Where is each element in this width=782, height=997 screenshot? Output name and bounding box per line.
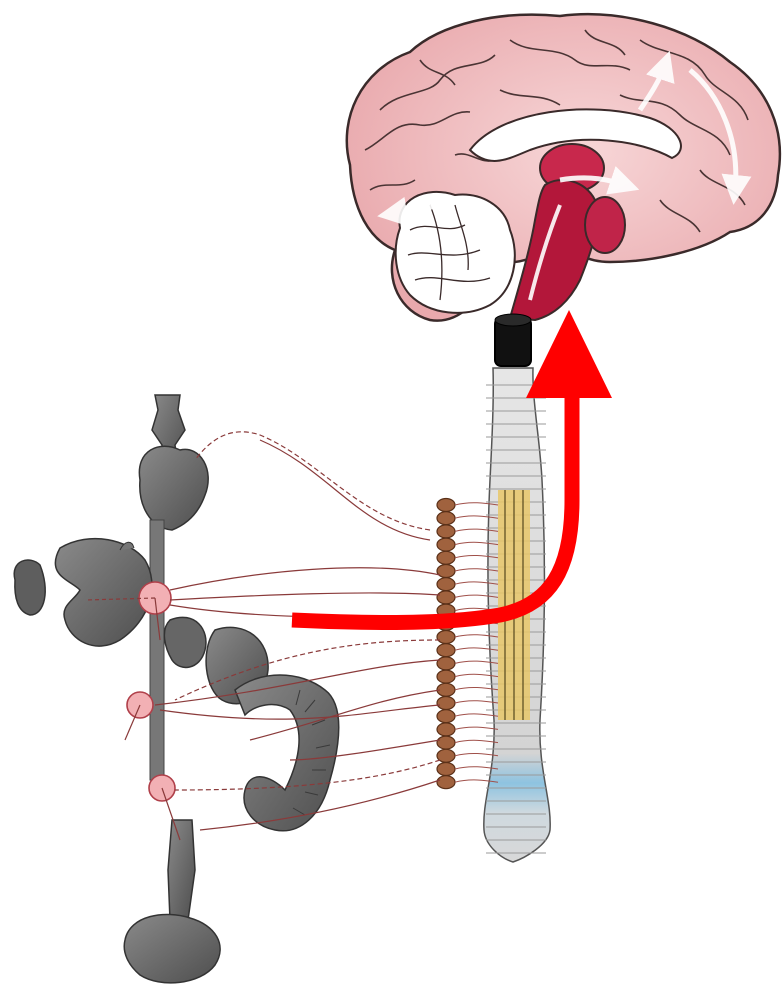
- rectum: [168, 820, 195, 920]
- colon: [235, 675, 339, 831]
- spleen: [14, 560, 45, 615]
- bladder: [124, 914, 220, 982]
- stomach: [55, 539, 152, 646]
- sympathetic-ganglion: [437, 657, 455, 670]
- ramus: [455, 714, 498, 716]
- pons: [585, 197, 625, 253]
- sympathetic-ganglion: [437, 591, 455, 604]
- sympathetic-ganglion: [437, 763, 455, 776]
- sympathetic-ganglion: [437, 670, 455, 683]
- sympathetic-ganglion: [437, 697, 455, 710]
- brain: [347, 14, 780, 366]
- heart: [139, 446, 208, 530]
- sympathetic-ganglion: [437, 776, 455, 789]
- viscera: [14, 395, 339, 983]
- sympathetic-ganglion: [437, 538, 455, 551]
- sympathetic-ganglion: [437, 631, 455, 644]
- ramus: [455, 740, 498, 742]
- ramus: [455, 701, 498, 703]
- sympathetic-chain: [437, 499, 455, 789]
- sympathetic-ganglion: [437, 525, 455, 538]
- sympathetic-ganglion: [437, 723, 455, 736]
- sympathetic-ganglion: [437, 736, 455, 749]
- sympathetic-ganglion: [437, 710, 455, 723]
- sympathetic-ganglion: [437, 644, 455, 657]
- ramus: [455, 753, 498, 755]
- aorta: [150, 520, 164, 780]
- sympathetic-ganglion: [437, 578, 455, 591]
- duodenum: [164, 617, 206, 667]
- sympathetic-ganglion: [437, 565, 455, 578]
- ramus: [455, 727, 498, 729]
- sympathetic-ganglion: [437, 512, 455, 525]
- sympathetic-ganglion: [437, 551, 455, 564]
- sympathetic-ganglion: [437, 499, 455, 512]
